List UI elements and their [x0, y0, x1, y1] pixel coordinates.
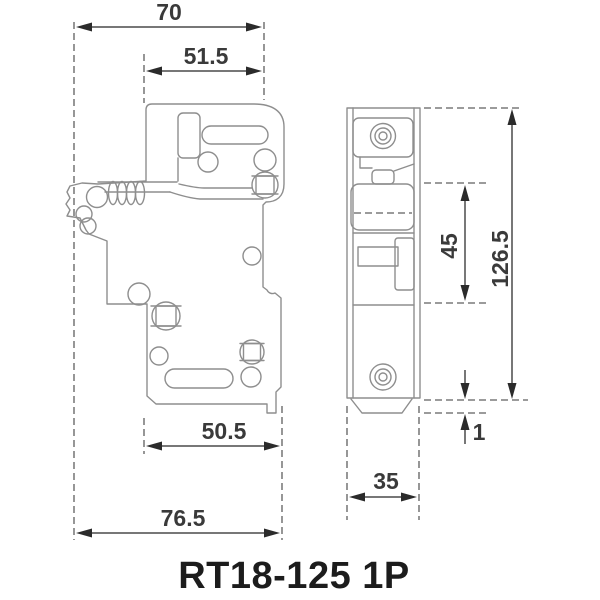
spring-anchor-circle [85, 185, 109, 209]
dim-50-label: 50.5 [202, 418, 247, 444]
dim-35-arrows [349, 492, 417, 502]
dim-front-width: 35 [349, 468, 417, 502]
dim-carrier-height: 45 [436, 185, 470, 301]
clip-rivet-circle-lower [79, 217, 97, 235]
dim-76-label: 76.5 [161, 505, 206, 531]
front-view-reference-lines [346, 107, 528, 520]
upper-hole-left [197, 151, 219, 173]
dim-126-arrows [507, 109, 517, 399]
dim-35-label: 35 [373, 468, 399, 494]
dim-51-arrows [146, 66, 262, 76]
dim-70-label: 70 [156, 0, 182, 25]
dim-lower-width: 50.5 [146, 418, 280, 451]
dim-foot-gap: 1 [460, 370, 486, 445]
spring-coil [107, 180, 146, 206]
side-body-silhouette [65, 103, 285, 414]
bottom-screw [369, 363, 397, 391]
upper-slot [201, 125, 269, 145]
top-screw [369, 122, 397, 150]
top-terminal-cap [352, 117, 414, 158]
small-hole-mid [149, 346, 169, 366]
front-side-walls [352, 107, 415, 399]
contact-strip [97, 157, 264, 200]
din-rail-foot [350, 398, 413, 414]
dim-45-label: 45 [436, 233, 462, 259]
dim-1-label: 1 [473, 419, 486, 445]
right-hole-mid [242, 246, 262, 266]
dim-total-height: 126.5 [487, 109, 517, 399]
dim-50-arrows [146, 441, 280, 451]
dim-126-label: 126.5 [487, 230, 513, 288]
terminal-screw-lower-right [239, 339, 265, 365]
dim-45-arrows [460, 185, 470, 301]
terminal-screw-mid-left [150, 301, 182, 331]
fuse-carrier [350, 183, 415, 231]
dim-51-label: 51.5 [184, 43, 229, 69]
dim-top-width: 70 [76, 0, 262, 32]
upper-hole-right [253, 148, 277, 172]
dim-70-arrows [76, 22, 262, 32]
dim-1-arrows [460, 383, 470, 430]
mid-hole [127, 282, 151, 306]
lower-hole-right [240, 366, 262, 388]
clip-rivet-circle-upper [75, 205, 93, 223]
side-view-body [65, 103, 285, 414]
cap-step-detail [359, 156, 415, 185]
front-body-outline [346, 107, 421, 399]
lower-slot [164, 368, 234, 389]
dim-bottom-width: 76.5 [76, 505, 280, 538]
handle-t-detail [357, 237, 415, 291]
dim-76-arrows [76, 528, 280, 538]
model-caption: RT18-125 1P [178, 555, 410, 597]
upper-inner-block [177, 112, 201, 159]
side-view-extension-lines [73, 22, 283, 540]
side-view: 70 51.5 50.5 76.5 [65, 0, 285, 540]
front-view: 45 126.5 1 35 [346, 107, 528, 520]
dim-upper-width: 51.5 [146, 43, 262, 76]
terminal-screw-upper-right [251, 171, 279, 199]
front-view-body [346, 107, 421, 414]
